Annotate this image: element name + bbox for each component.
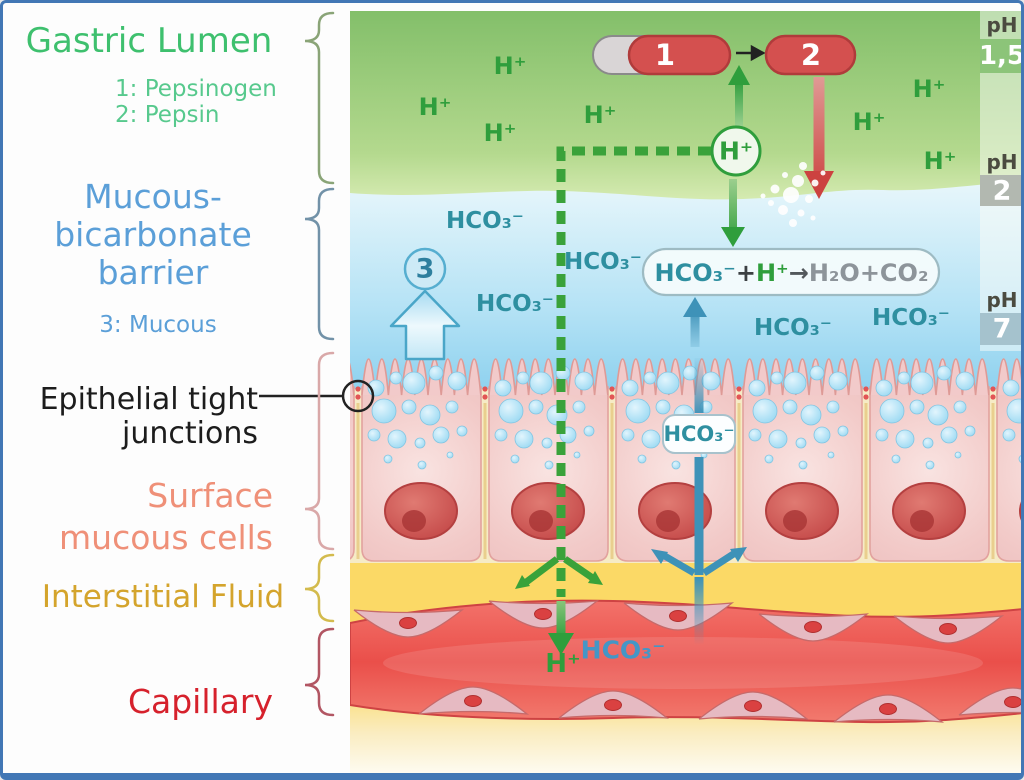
capillary-h-ion: H⁺ xyxy=(545,649,581,679)
region-braces xyxy=(304,11,335,717)
activation-arrow xyxy=(728,65,750,129)
ph-label: pH xyxy=(986,288,1018,312)
bicarbonate-ion: HCO₃⁻ xyxy=(872,305,950,331)
bicarbonate-transport-arrows xyxy=(651,297,747,645)
bicarbonate-ion: HCO₃⁻ xyxy=(446,208,524,234)
mucous-barrier-label: Mucous- bicarbonate barrier xyxy=(54,177,252,292)
mucous-circle xyxy=(403,247,447,291)
reaction-formula: HCO₃⁻ + H⁺ → H₂O + CO₂ xyxy=(644,250,939,295)
surface-mucous-cells xyxy=(350,358,1021,562)
reaction-h2o: H₂O xyxy=(808,258,860,287)
reaction-plus: + xyxy=(735,258,756,287)
bicarbonate-channel-box xyxy=(662,414,736,454)
conversion-arrow-icon xyxy=(736,44,766,62)
ph-label: pH xyxy=(986,150,1018,174)
h-plus-diffusion-path xyxy=(515,146,711,655)
pepsin-capsule xyxy=(764,34,857,76)
capillary-brace xyxy=(304,627,335,717)
bicarbonate-ion: HCO₃⁻ xyxy=(564,249,642,275)
interstitial-label: Interstitial Fluid xyxy=(41,579,285,615)
hydrogen-ion: H⁺ xyxy=(912,75,946,103)
interstitial-brace xyxy=(304,553,335,623)
hydrogen-ion: H⁺ xyxy=(923,147,957,175)
surface-mucous-label: Surface mucous cells xyxy=(59,476,273,557)
ph-value-neutral: 7 xyxy=(992,313,1012,345)
tight-junction-callout xyxy=(259,379,375,413)
hydrogen-ion: H⁺ xyxy=(583,101,617,129)
pepsin-number: 2 xyxy=(800,38,822,72)
digestion-splash xyxy=(760,162,826,227)
pepsinogen-capsule xyxy=(592,34,732,76)
hydrogen-ion: H⁺ xyxy=(852,108,886,136)
reaction-co2: CO₂ xyxy=(879,258,929,287)
ph-scale xyxy=(980,11,1021,351)
pepsin-action-arrow xyxy=(804,77,834,199)
diagram-artwork xyxy=(259,11,1021,773)
bicarbonate-ion: HCO₃⁻ xyxy=(476,291,554,317)
reaction-hco3: HCO₃⁻ xyxy=(654,258,736,287)
surface-cells-brace xyxy=(304,351,335,551)
mucous-barrier-brace xyxy=(304,187,335,341)
hydrogen-ion: H⁺ xyxy=(483,119,517,147)
reaction-h: H⁺ xyxy=(755,258,789,287)
mucous-secretion-arrow xyxy=(389,247,461,361)
hydrogen-ion: H⁺ xyxy=(493,52,527,80)
pepsinogen-number: 1 xyxy=(654,38,676,72)
tight-junctions xyxy=(355,386,996,559)
pepsinogen-legend: 1: Pepsinogen xyxy=(115,76,277,102)
mucous-circle-label: 3 xyxy=(415,253,435,285)
ph-value-acid: 1,5 xyxy=(978,41,1024,71)
ph-label: pH xyxy=(986,13,1018,37)
h-plus-circle-label: H⁺ xyxy=(718,136,754,166)
neutralization-arrow xyxy=(721,179,745,247)
ph-value-mid: 2 xyxy=(992,175,1012,207)
h-plus-circle xyxy=(710,125,762,177)
reaction-plus2: + xyxy=(859,258,880,287)
reaction-arrow: → xyxy=(788,258,809,287)
bicarbonate-channel-label: HCO₃⁻ xyxy=(663,422,735,446)
capillary-label: Capillary xyxy=(127,682,274,721)
mucous-legend: 3: Mucous xyxy=(99,312,217,338)
tight-junctions-label: Epithelial tight junctions xyxy=(39,382,258,451)
bicarbonate-ion: HCO₃⁻ xyxy=(754,315,832,341)
hydrogen-ion: H⁺ xyxy=(418,93,452,121)
capillary-region xyxy=(350,599,1021,724)
gastric-lumen-brace xyxy=(304,11,335,185)
pepsin-legend: 2: Pepsin xyxy=(115,102,220,128)
capillary-hco3-ion: HCO₃⁻ xyxy=(580,635,666,665)
reaction-box xyxy=(641,247,941,297)
gastric-lumen-label: Gastric Lumen xyxy=(25,20,273,61)
